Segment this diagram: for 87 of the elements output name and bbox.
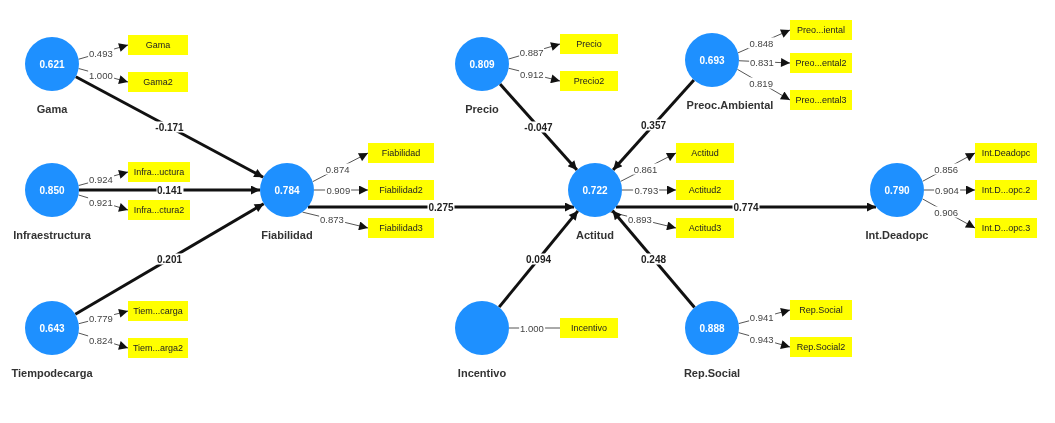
- arrow: [498, 83, 579, 171]
- edge-label: 0.819: [748, 77, 774, 89]
- edge-label: 0.824: [87, 334, 114, 346]
- construct-circle: [455, 37, 509, 91]
- construct-circle: [25, 301, 79, 355]
- edge-label: 0.893: [627, 213, 653, 225]
- edge-label: 0.943: [748, 333, 775, 345]
- edge-label: 0.774: [732, 201, 760, 213]
- arrow: [75, 75, 264, 179]
- edge-label: 0.275: [427, 201, 455, 213]
- construct-value: 0.790: [884, 184, 910, 196]
- edge-label: 0.873: [319, 213, 345, 225]
- indicator-box: Tiem...arga2: [128, 338, 188, 358]
- construct-circle: [25, 37, 79, 91]
- arrow: [611, 209, 696, 309]
- construct-name: Gama: [36, 103, 68, 115]
- construct-circle: [870, 163, 924, 217]
- construct-value: 0.693: [699, 54, 725, 66]
- construct-name: Precio: [465, 103, 499, 115]
- edge-label: -0.171: [154, 121, 185, 133]
- construct-circle: [25, 163, 79, 217]
- edge-label: -0.047: [523, 121, 554, 133]
- edge-label: 0.912: [518, 68, 545, 80]
- edge-label: 0.094: [525, 253, 552, 265]
- indicator-box: Rep.Social: [790, 300, 852, 320]
- indicator-box: Precio: [560, 34, 618, 54]
- construct-name: Int.Deadopc: [865, 229, 929, 241]
- edge-label: 0.779: [87, 312, 114, 324]
- edge-label: 0.887: [518, 46, 545, 58]
- edge-label: 0.906: [933, 206, 959, 218]
- construct-value: 0.722: [582, 184, 608, 196]
- indicator-box: Int.Deadopc: [975, 143, 1037, 163]
- indicator-box: Preo...ental2: [790, 53, 852, 73]
- arrow: [308, 202, 574, 212]
- edge-label: 1.000: [87, 69, 114, 81]
- edge-label: 0.856: [933, 163, 960, 175]
- indicator-box: Infra...ctura2: [128, 200, 190, 220]
- construct-name: Incentivo: [457, 367, 507, 379]
- construct-name: Preoc.Ambiental: [686, 99, 774, 111]
- indicator-box: Fiabilidad3: [368, 218, 434, 238]
- edge-label: 0.874: [324, 163, 351, 175]
- edge-label: 0.848: [748, 37, 775, 49]
- indicator-box: Actitud3: [676, 218, 734, 238]
- construct-name: Tiempodecarga: [11, 367, 93, 379]
- indicator-box: Preo...iental: [790, 20, 852, 40]
- construct-value: 0.888: [699, 322, 725, 334]
- edge-label: 0.921: [87, 196, 114, 208]
- arrow: [616, 202, 876, 212]
- edge-label: 0.248: [640, 253, 667, 265]
- edge-label: 0.861: [632, 163, 659, 175]
- indicator-box: Fiabilidad2: [368, 180, 434, 200]
- indicator-box: Gama2: [128, 72, 188, 92]
- construct-circle: [260, 163, 314, 217]
- construct-value: 0.621: [39, 58, 65, 70]
- construct-name: Actitud: [576, 229, 614, 241]
- arrow: [497, 209, 580, 309]
- edge-label: 0.493: [87, 47, 114, 59]
- edge-label: 0.924: [87, 173, 114, 185]
- arrow: [74, 202, 265, 316]
- edge-label: 0.141: [156, 184, 183, 196]
- arrow: [611, 79, 696, 171]
- construct-name: Infraestructura: [13, 229, 91, 241]
- edge-label: 0.201: [156, 253, 183, 265]
- indicator-box: Gama: [128, 35, 188, 55]
- construct-value: 0.850: [39, 184, 65, 196]
- indicator-box: Rep.Social2: [790, 337, 852, 357]
- construct-circle: [685, 33, 739, 87]
- indicator-box: Tiem...carga: [128, 301, 188, 321]
- indicator-box: Preo...ental3: [790, 90, 852, 110]
- indicator-box: Int.D...opc.2: [975, 180, 1037, 200]
- indicator-box: Int.D...opc.3: [975, 218, 1037, 238]
- construct-value: 0.643: [39, 322, 65, 334]
- construct-value: 0.809: [469, 58, 495, 70]
- indicator-box: Actitud: [676, 143, 734, 163]
- construct-circle: [455, 301, 509, 355]
- edge-label: 0.941: [748, 311, 775, 323]
- construct-name: Rep.Social: [683, 367, 741, 379]
- indicator-box: Fiabilidad: [368, 143, 434, 163]
- edge-label: 0.357: [640, 119, 667, 131]
- indicator-box: Infra...uctura: [128, 162, 190, 182]
- indicator-box: Actitud2: [676, 180, 734, 200]
- construct-value: 0.784: [274, 184, 300, 196]
- construct-circle: [685, 301, 739, 355]
- construct-name: Fiabilidad: [261, 229, 313, 241]
- indicator-box: Precio2: [560, 71, 618, 91]
- construct-circle: [568, 163, 622, 217]
- indicator-box: Incentivo: [560, 318, 618, 338]
